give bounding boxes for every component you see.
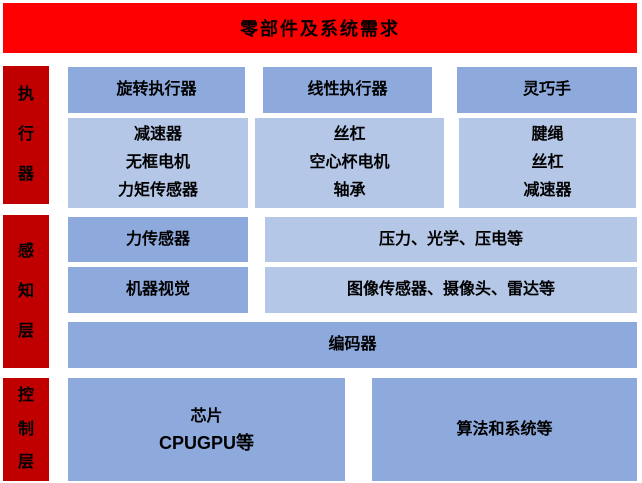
hand-part-line: 减速器 <box>523 182 572 199</box>
box-force-sensor: 力传感器 <box>68 217 248 262</box>
rotary-part-line: 力矩传感器 <box>117 182 198 199</box>
diagram-title-banner: 零部件及系统需求 <box>3 3 637 53</box>
box-chip: 芯片 CPUGPU等 <box>68 378 345 481</box>
hand-part-line: 丝杠 <box>531 154 564 171</box>
side-label-control: 控制层 <box>3 378 49 481</box>
box-rotary-actuator-parts: 减速器 无框电机 力矩传感器 <box>68 118 248 208</box>
hand-part-line: 腱绳 <box>531 126 564 143</box>
box-machine-vision-types: 图像传感器、摄像头、雷达等 <box>265 267 637 313</box>
box-chip-label: 芯片 <box>190 407 223 425</box>
box-algorithm-system: 算法和系统等 <box>372 378 637 481</box>
side-label-perception-text: 感知层 <box>17 242 34 340</box>
side-label-control-text: 控制层 <box>17 387 34 472</box>
box-dexterous-hand-label: 灵巧手 <box>522 81 571 98</box>
box-force-sensor-types: 压力、光学、压电等 <box>265 217 637 262</box>
side-label-actuator-text: 执行器 <box>17 86 34 183</box>
page-title: 零部件及系统需求 <box>240 19 400 39</box>
box-dexterous-hand-parts: 腱绳 丝杠 减速器 <box>459 118 636 208</box>
side-label-perception: 感知层 <box>3 215 49 368</box>
box-linear-actuator: 线性执行器 <box>263 67 432 113</box>
box-linear-actuator-parts: 丝杠 空心杯电机 轴承 <box>255 118 444 208</box>
box-encoder: 编码器 <box>68 322 637 368</box>
linear-part-line: 丝杠 <box>333 126 366 143</box>
box-linear-actuator-label: 线性执行器 <box>307 81 388 98</box>
box-force-sensor-types-label: 压力、光学、压电等 <box>378 230 523 248</box>
box-machine-vision-label: 机器视觉 <box>125 281 190 298</box>
box-chip-detail-label: CPUGPU等 <box>158 432 254 453</box>
box-rotary-actuator: 旋转执行器 <box>68 67 245 113</box>
box-rotary-actuator-label: 旋转执行器 <box>116 81 197 98</box>
box-algorithm-system-label: 算法和系统等 <box>456 420 553 438</box>
box-force-sensor-label: 力传感器 <box>125 230 190 248</box>
side-label-actuator: 执行器 <box>3 66 49 204</box>
linear-part-line: 空心杯电机 <box>309 154 390 171</box>
box-machine-vision: 机器视觉 <box>68 267 248 313</box>
rotary-part-line: 无框电机 <box>125 154 190 171</box>
linear-part-line: 轴承 <box>333 182 366 199</box>
box-machine-vision-types-label: 图像传感器、摄像头、雷达等 <box>346 281 555 298</box>
rotary-part-line: 减速器 <box>133 126 182 143</box>
box-dexterous-hand: 灵巧手 <box>457 67 637 113</box>
box-encoder-label: 编码器 <box>328 336 377 353</box>
